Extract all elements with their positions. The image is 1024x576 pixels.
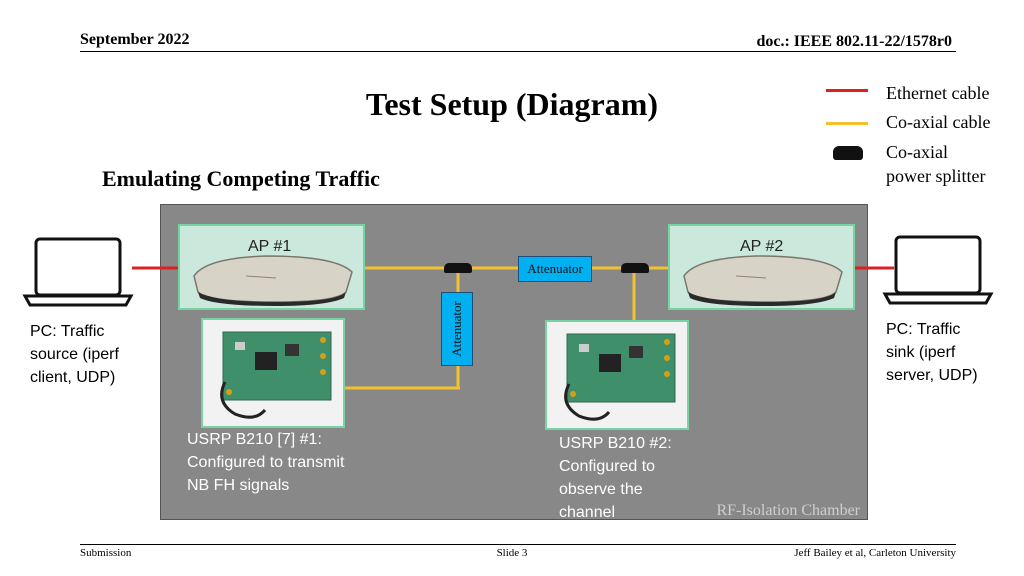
pc-source-line-3: client, UDP) bbox=[30, 369, 116, 386]
legend-coax-swatch bbox=[826, 122, 868, 125]
pc-sink-line-3: server, UDP) bbox=[886, 367, 978, 384]
slide-subtitle: Emulating Competing Traffic bbox=[102, 166, 380, 191]
ap2-label: AP #2 bbox=[740, 238, 784, 255]
footer-submission: Submission bbox=[80, 547, 132, 559]
router-icon bbox=[683, 255, 843, 306]
power-splitter-2 bbox=[621, 263, 649, 273]
usrp2-description: USRP B210 #2: Configured to observe the … bbox=[559, 432, 672, 524]
usrp1-line-2: Configured to transmit bbox=[187, 454, 345, 471]
circuit-board-icon bbox=[220, 331, 332, 419]
usrp2-line-3: observe the bbox=[559, 481, 643, 498]
laptop-icon bbox=[882, 235, 994, 305]
legend-ethernet-swatch bbox=[826, 89, 868, 92]
header-date: September 2022 bbox=[80, 31, 190, 48]
chamber-label: RF-Isolation Chamber bbox=[716, 502, 860, 519]
router-icon bbox=[193, 255, 353, 306]
footer-slide-number: Slide 3 bbox=[496, 547, 528, 559]
laptop-icon bbox=[22, 237, 134, 307]
splitter-icon bbox=[833, 146, 863, 160]
attenuator-vertical-label: Attenuator bbox=[449, 301, 464, 357]
ap1-label: AP #1 bbox=[248, 238, 292, 255]
slide-title: Test Setup (Diagram) bbox=[365, 86, 659, 122]
pc-sink-line-1: PC: Traffic bbox=[886, 321, 961, 338]
pc-sink-label: PC: Traffic sink (iperf server, UDP) bbox=[886, 318, 978, 387]
footer-divider bbox=[80, 544, 956, 545]
usrp1-line-3: NB FH signals bbox=[187, 477, 290, 494]
usrp2-line-1: USRP B210 #2: bbox=[559, 435, 672, 452]
attenuator-horizontal: Attenuator bbox=[518, 256, 592, 282]
ap2-box: AP #2 bbox=[668, 224, 855, 310]
legend-ethernet-label: Ethernet cable bbox=[886, 83, 990, 103]
usrp1-line-1: USRP B210 [7] #1: bbox=[187, 431, 322, 448]
pc-sink-line-2: sink (iperf bbox=[886, 344, 956, 361]
usrp1-box bbox=[201, 318, 345, 428]
usrp1-description: USRP B210 [7] #1: Configured to transmit… bbox=[187, 428, 344, 497]
usrp2-line-4: channel bbox=[559, 504, 616, 521]
pc-source-label: PC: Traffic source (iperf client, UDP) bbox=[30, 320, 119, 389]
usrp2-box bbox=[545, 320, 689, 430]
attenuator-vertical: Attenuator bbox=[441, 292, 473, 366]
legend-coax-label: Co-axial cable bbox=[886, 112, 991, 132]
pc-source-line-1: PC: Traffic bbox=[30, 323, 105, 340]
footer-authors: Jeff Bailey et al, Carleton University bbox=[794, 547, 956, 559]
power-splitter-1 bbox=[444, 263, 472, 273]
pc-source-line-2: source (iperf bbox=[30, 346, 119, 363]
ap1-box: AP #1 bbox=[178, 224, 365, 310]
header-divider bbox=[80, 51, 956, 52]
legend-splitter-label-2: power splitter bbox=[886, 166, 986, 186]
header-doc-id: doc.: IEEE 802.11-22/1578r0 bbox=[756, 33, 952, 50]
legend-splitter-label-1: Co-axial bbox=[886, 142, 948, 162]
usrp2-line-2: Configured to bbox=[559, 458, 656, 475]
circuit-board-icon bbox=[564, 333, 676, 421]
